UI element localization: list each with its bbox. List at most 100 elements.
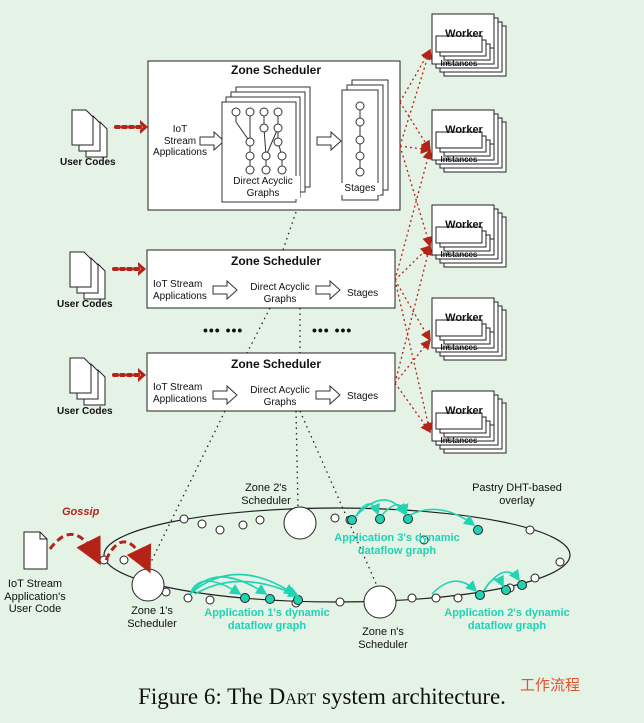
ring-node xyxy=(255,515,265,525)
hollow-arrow-3 xyxy=(212,279,238,301)
dispatch-arrow xyxy=(394,279,431,342)
worker-stack xyxy=(431,109,507,173)
ring-node xyxy=(215,525,225,535)
zone-scheduler-title-1: Zone Scheduler xyxy=(230,63,322,77)
user-code-docs xyxy=(69,109,148,406)
user-codes-label-2: User Codes xyxy=(57,299,113,310)
watermark-label: 工作流程 xyxy=(520,677,581,694)
instances-label: Instances xyxy=(440,343,478,352)
dataflow-node xyxy=(501,585,511,595)
user-codes-label-3: User Codes xyxy=(57,406,113,417)
zonen-scheduler-node xyxy=(363,585,397,619)
dataflow-node xyxy=(240,593,250,603)
worker-label: Worker xyxy=(445,28,483,40)
stages-label-2: Stages xyxy=(347,288,379,299)
dataflow-node xyxy=(475,590,485,600)
instances-label: Instances xyxy=(440,436,478,445)
ring-node xyxy=(183,593,193,603)
dispatch-arrow xyxy=(399,143,432,154)
instances-label: Instances xyxy=(440,59,478,68)
worker-label: Worker xyxy=(445,219,483,231)
dataflow-node xyxy=(293,595,303,605)
dispatch-arrow xyxy=(399,145,433,248)
hollow-arrow-5 xyxy=(212,384,238,406)
user-code-doc-icon xyxy=(69,251,146,300)
hollow-arrow-1 xyxy=(199,130,225,152)
ring-node xyxy=(555,557,565,567)
dataflow-node xyxy=(473,525,483,535)
user-code-doc-icon xyxy=(71,109,148,158)
dataflow-node xyxy=(265,594,275,604)
ring-node xyxy=(419,535,429,545)
zone-scheduler-box-2 xyxy=(146,249,396,309)
worker-stack xyxy=(431,204,507,268)
user-code-doc-icon xyxy=(69,357,146,406)
hollow-arrow-2 xyxy=(316,130,342,152)
ring-node xyxy=(179,514,189,524)
ring-node xyxy=(453,593,463,603)
dag-graph xyxy=(231,107,287,175)
ring-node xyxy=(407,593,417,603)
stages-stack xyxy=(341,79,389,201)
dispatch-arrow xyxy=(394,338,431,384)
worker-stack xyxy=(431,13,507,77)
ring-node xyxy=(330,513,340,523)
zone1-scheduler-node xyxy=(131,568,165,602)
gossip-label: Gossip xyxy=(62,506,100,518)
ring-node xyxy=(431,593,441,603)
dispatch-arrow xyxy=(399,101,431,152)
dataflow-node xyxy=(347,515,357,525)
ring-node xyxy=(197,519,207,529)
dispatch-arrow xyxy=(394,245,431,281)
worker-label: Worker xyxy=(445,405,483,417)
dataflow-arrow xyxy=(381,503,409,516)
worker-stack xyxy=(431,297,507,361)
zone-links xyxy=(147,211,379,589)
ring-node xyxy=(335,597,345,607)
stages-label-3: Stages xyxy=(347,391,379,402)
ring-node xyxy=(238,520,248,530)
dataflow-node xyxy=(517,580,527,590)
ellipsis-left: ••• ••• xyxy=(203,322,244,338)
dispatch-arrow xyxy=(394,279,434,434)
ring-nodes xyxy=(99,506,565,619)
zone-scheduler-title-2: Zone Scheduler xyxy=(230,254,322,268)
worker-label: Worker xyxy=(445,124,483,136)
dataflow-node xyxy=(375,514,385,524)
ring-node xyxy=(530,573,540,583)
iot-user-code-doc-icon xyxy=(23,531,48,570)
ring-node xyxy=(119,555,129,565)
dataflow-node xyxy=(403,514,413,524)
dataflow-arrow xyxy=(431,580,478,595)
dispatch-arrows xyxy=(394,48,434,434)
dataflow-arrow xyxy=(194,580,300,597)
dispatch-arrow xyxy=(394,244,433,384)
worker-stacks xyxy=(431,13,507,454)
dataflow-arrow xyxy=(483,568,520,591)
stages-label-1: Stages xyxy=(340,183,380,195)
dispatch-arrow xyxy=(399,48,431,103)
gossip-arrow-1 xyxy=(48,532,101,566)
figure-caption: Figure 6: The Dart system architecture. xyxy=(138,684,506,709)
hollow-arrow-6 xyxy=(315,384,341,406)
zone-scheduler-title-3: Zone Scheduler xyxy=(230,357,322,371)
instances-label: Instances xyxy=(440,155,478,164)
dataflow-arrow xyxy=(409,508,476,526)
ring-node xyxy=(205,595,215,605)
ellipsis-right: ••• ••• xyxy=(312,322,353,338)
worker-stack xyxy=(431,390,507,454)
hollow-arrow-4 xyxy=(315,279,341,301)
zone2-scheduler-node xyxy=(283,506,317,540)
dispatch-arrow xyxy=(399,48,433,147)
